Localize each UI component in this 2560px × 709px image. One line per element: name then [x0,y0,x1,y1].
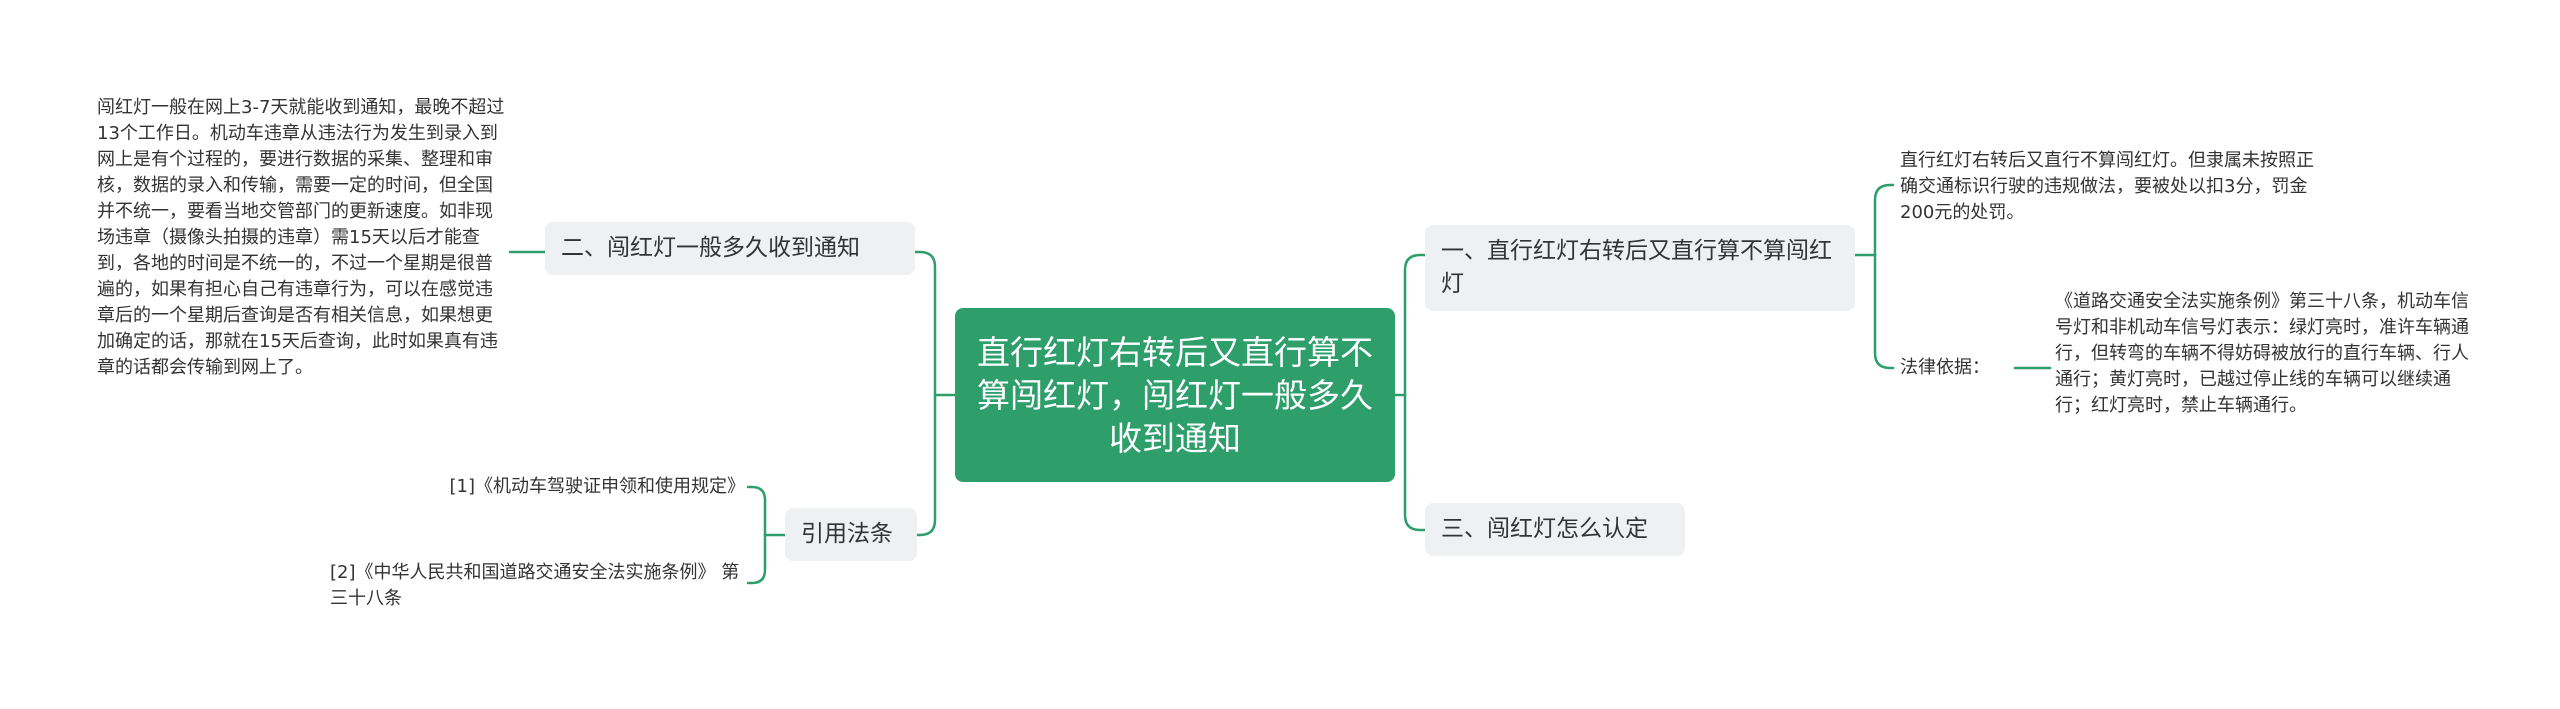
central-topic-text: 直行红灯右转后又直行算不算闯红灯，闯红灯一般多久收到通知 [977,332,1373,458]
central-topic[interactable]: 直行红灯右转后又直行算不算闯红灯，闯红灯一般多久收到通知 [955,308,1395,482]
topic-2-detail: 闯红灯一般在网上3-7天就能收到通知，最晚不超过13个工作日。机动车违章从违法行… [97,95,507,381]
reference-item-1-text: [1]《机动车驾驶证申领和使用规定》 [449,476,746,497]
reference-item-2-text: [2]《中华人民共和国道路交通安全法实施条例》 第三十八条 [330,562,740,609]
topic-3-node[interactable]: 三、闯红灯怎么认定 [1425,503,1685,556]
law-basis-text-content: 《道路交通安全法实施条例》第三十八条，机动车信号灯和非机动车信号灯表示：绿灯亮时… [2055,291,2469,416]
topic-1-detail: 直行红灯右转后又直行不算闯红灯。但隶属未按照正确交通标识行驶的违规做法，要被处以… [1900,148,2320,226]
references-node[interactable]: 引用法条 [785,508,917,561]
topic-3-label: 三、闯红灯怎么认定 [1441,516,1648,542]
law-basis-label: 法律依据： [1900,355,2015,381]
topic-2-node[interactable]: 二、闯红灯一般多久收到通知 [545,222,915,275]
reference-item-2: [2]《中华人民共和国道路交通安全法实施条例》 第三十八条 [330,560,745,612]
law-basis-label-text: 法律依据： [1900,357,1990,378]
topic-1-label: 一、直行红灯右转后又直行算不算闯红灯 [1441,238,1832,297]
topic-1-node[interactable]: 一、直行红灯右转后又直行算不算闯红灯 [1425,225,1855,311]
law-basis-text: 《道路交通安全法实施条例》第三十八条，机动车信号灯和非机动车信号灯表示：绿灯亮时… [2055,289,2475,419]
reference-item-1: [1]《机动车驾驶证申领和使用规定》 [380,474,746,500]
topic-1-detail-text: 直行红灯右转后又直行不算闯红灯。但隶属未按照正确交通标识行驶的违规做法，要被处以… [1900,150,2314,223]
references-label: 引用法条 [801,521,893,547]
topic-2-label: 二、闯红灯一般多久收到通知 [561,235,860,261]
topic-2-detail-text: 闯红灯一般在网上3-7天就能收到通知，最晚不超过13个工作日。机动车违章从违法行… [97,97,505,378]
